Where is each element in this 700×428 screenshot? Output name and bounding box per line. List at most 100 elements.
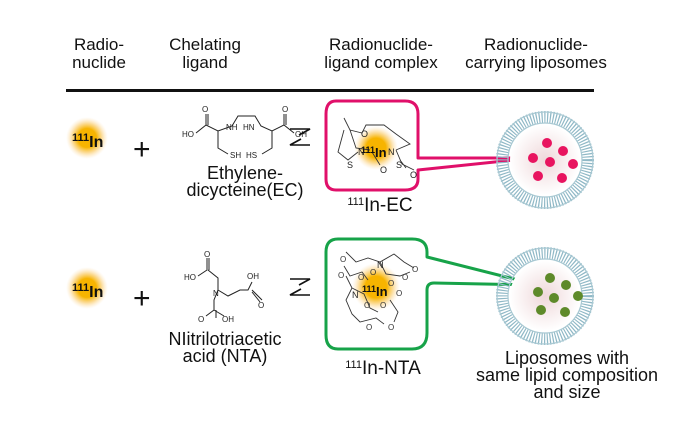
nta-ligand-structure [197, 258, 263, 318]
header-line: nuclide [72, 53, 126, 72]
svg-text:O: O [370, 268, 376, 277]
svg-text:HO: HO [184, 273, 196, 282]
complex-name: In-NTA [361, 358, 421, 379]
complex-name: In-EC [364, 195, 413, 216]
nuclide-glow-row1 [66, 117, 108, 159]
svg-text:O: O [202, 105, 208, 114]
mass-number: 111 [347, 196, 365, 208]
payload-dot [545, 273, 555, 283]
svg-text:N: N [213, 289, 219, 298]
header-line: Radionuclide- [484, 35, 588, 54]
svg-text:O: O [361, 129, 368, 139]
ligand-name-line: NIitrilotriacetic [168, 329, 282, 349]
svg-text:O: O [412, 265, 418, 274]
svg-text:O: O [364, 301, 370, 310]
header-line: carrying liposomes [465, 53, 607, 72]
svg-text:O: O [388, 279, 394, 288]
svg-text:N: N [377, 260, 384, 270]
header-liposomes: Radionuclide- carrying liposomes [456, 36, 616, 72]
payload-dot [561, 280, 571, 290]
header-line: ligand [182, 53, 228, 72]
nuclide-glow-row2 [66, 267, 108, 309]
ec-complex-structure [337, 117, 415, 171]
header-radionuclide: Radio- nuclide [64, 36, 134, 72]
footnote-line: Liposomes with [504, 348, 630, 368]
payload-dot [536, 305, 546, 315]
nta-complex-atoms: N N [352, 260, 384, 300]
payload-dot [545, 157, 555, 167]
mass-number: 111 [72, 132, 90, 144]
svg-text:HN: HN [243, 123, 255, 132]
header-chelating-ligand: Chelating ligand [150, 36, 260, 72]
svg-text:O: O [388, 323, 394, 332]
payload-dot [549, 293, 559, 303]
svg-text:O: O [258, 301, 264, 310]
payload-dot [533, 171, 543, 181]
nta-complex-structure [343, 251, 415, 325]
svg-text:N: N [352, 290, 359, 300]
ligand-name-row1: Ethylene- dicycteine(EC) [170, 163, 320, 200]
ligand-name-line: Ethylene- [206, 163, 284, 183]
payload-dot [560, 307, 570, 317]
payload-dot [533, 287, 543, 297]
svg-text:O: O [366, 323, 372, 332]
svg-text:O: O [198, 315, 204, 324]
plus-sign-row1: + [133, 133, 151, 166]
svg-text:O: O [396, 289, 402, 298]
liposome-payload-row2 [533, 273, 583, 317]
svg-text:N: N [358, 147, 365, 157]
payload-dot [568, 159, 578, 169]
svg-text:OH: OH [247, 272, 259, 281]
svg-text:SH: SH [230, 151, 241, 160]
svg-text:HO: HO [182, 130, 194, 139]
nta-ligand-atoms: HO OH N OH O O O [184, 250, 264, 324]
complex-glow-row1 [354, 126, 398, 170]
svg-text:O: O [402, 273, 408, 282]
header-divider [66, 89, 594, 92]
liposome-footnote: Liposomes with same lipid composition an… [452, 348, 682, 402]
payload-dot [573, 291, 583, 301]
mass-number: 111 [72, 282, 90, 294]
svg-text:NH: NH [226, 123, 238, 132]
svg-text:O: O [358, 273, 364, 282]
complex-nuclide-label-row2: 111In [362, 284, 388, 299]
callout-in-ec [324, 99, 535, 192]
complex-label-row1: 111In-EC [330, 194, 430, 216]
header-line: Radionuclide- [329, 35, 433, 54]
svg-text:O: O [380, 165, 387, 175]
payload-dot [528, 153, 538, 163]
plus-sign-row2: + [133, 282, 151, 315]
svg-text:HS: HS [246, 151, 257, 160]
header-line: ligand complex [324, 53, 438, 72]
equilibrium-arrows-row2 [289, 278, 311, 296]
liposome-row1 [496, 111, 594, 209]
svg-text:OH: OH [222, 315, 234, 324]
element-symbol: In [89, 284, 104, 301]
svg-text:N: N [388, 147, 395, 157]
svg-text:O: O [340, 255, 346, 264]
payload-dot [558, 146, 568, 156]
ligand-name-line: acid (NTA) [182, 346, 268, 366]
svg-text:O: O [282, 105, 288, 114]
ec-ligand-structure [195, 114, 295, 155]
ligand-name-line: dicycteine(EC) [186, 180, 304, 200]
footnote-line: and size [533, 382, 601, 402]
complex-nuclide-label-row1: 111In [361, 145, 387, 160]
svg-text:S: S [396, 160, 402, 170]
svg-text:S: S [347, 160, 353, 170]
payload-dot [557, 173, 567, 183]
ligand-name-row2: NIitrilotriacetic acid (NTA) [140, 329, 310, 366]
element-symbol: In [89, 134, 104, 151]
svg-text:O: O [204, 250, 210, 259]
footnote-line: same lipid composition [475, 365, 659, 385]
header-line: Chelating [169, 35, 241, 54]
liposome-payload-row1 [528, 138, 578, 183]
ec-ligand-atoms: HO OH NH HN SH HS O O [182, 105, 307, 160]
header-line: Radio- [73, 35, 125, 54]
svg-text:O: O [338, 271, 344, 280]
callout-in-nta [324, 237, 540, 351]
svg-text:O: O [380, 301, 386, 310]
payload-dot [542, 138, 552, 148]
